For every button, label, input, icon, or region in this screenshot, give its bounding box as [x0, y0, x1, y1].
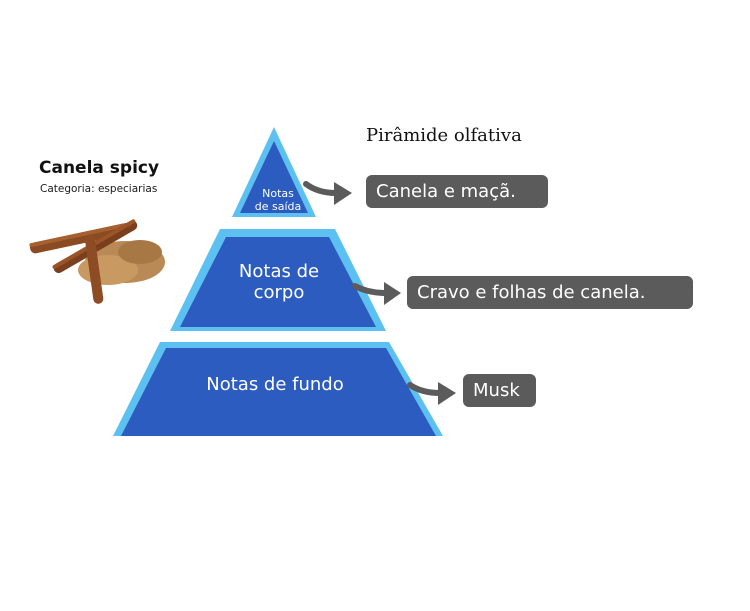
arrow-right-icon [334, 182, 352, 205]
arrow-right-icon [352, 283, 389, 296]
top-notes-box: Canela e maçã. [366, 175, 548, 208]
tier-label-line: Notas de [238, 261, 320, 282]
heart-notes-box: Cravo e folhas de canela. [407, 276, 693, 309]
arrow-right-icon [384, 282, 401, 305]
pyramid-tier-middle [170, 229, 386, 331]
pyramid-title: Pirâmide olfativa [366, 125, 522, 146]
tier-label-top: Notas de saída [240, 187, 316, 213]
tier-label-line: de saída [254, 199, 302, 213]
pyramid-tier-top [232, 127, 316, 217]
tier-label-bottom: Notas de fundo [150, 374, 400, 396]
tier-label-line: corpo [253, 281, 305, 303]
arrow-right-icon [407, 382, 443, 396]
product-category: Categoria: especiarias [40, 183, 158, 195]
base-notes-box: Musk [463, 374, 536, 407]
tier-label-middle: Notas de corpo [205, 261, 353, 303]
arrow-right-icon [438, 382, 456, 405]
pyramid-tier-bottom [113, 342, 443, 436]
arrow-right-icon [303, 181, 339, 196]
cinnamon-icon [29, 219, 165, 304]
tier-label-line: Notas [262, 187, 294, 200]
tier-label-line: Notas de fundo [206, 374, 344, 395]
product-title: Canela spicy [39, 158, 160, 178]
